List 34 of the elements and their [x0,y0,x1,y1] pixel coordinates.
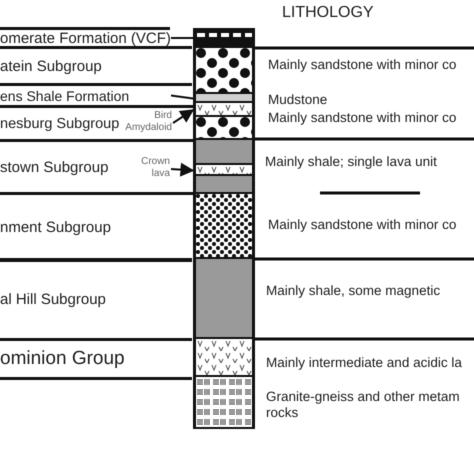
column-heading: LITHOLOGY [282,4,374,22]
leader-line [171,37,193,39]
lithology-description: Mainly sandstone with minor co [268,110,456,125]
conglomerate-layer [193,28,255,48]
arrow [170,162,194,177]
sandstone-layer [193,48,255,94]
marker-bed-label: Bird Amydaloid [120,110,172,134]
lithology-description: Mainly sandstone with minor co [268,217,456,232]
unit-name: nesburg Subgroup [0,116,120,132]
unit-name: atein Subgroup [0,58,102,74]
unit-name: ens Shale Formation [0,88,130,104]
lithology-description: Mainly shale; single lava unit [265,154,437,169]
unit-band [0,46,192,86]
lithology-description: Mainly shale, some magnetic [266,283,440,298]
lithology-description: Mainly sandstone with minor co [268,57,456,72]
lithology-description: Granite-gneiss and other metam rocks [266,389,461,421]
lithology-description: Mainly intermediate and acidic la [266,355,462,370]
unit-name: omerate Formation (VCF) [0,30,171,46]
leader-line [170,94,194,100]
lava-layer [193,103,255,117]
unit-name: stown Subgroup [0,158,108,176]
marker-bed-label: Crown lava [128,156,170,180]
arrow [172,109,194,124]
shale-layer [193,140,255,165]
lava-layer [193,339,255,377]
unit-name: nment Subgroup [0,218,111,236]
unit-name: al Hill Subgroup [0,291,106,308]
granite-gneiss-layer [193,377,255,429]
unit-name: ominion Group [0,348,125,370]
lithology-description: Mudstone [268,92,328,107]
sandstone-layer [193,117,255,140]
shale-layer [193,259,255,339]
sandstone-layer [193,194,255,259]
shale-layer [193,176,255,194]
